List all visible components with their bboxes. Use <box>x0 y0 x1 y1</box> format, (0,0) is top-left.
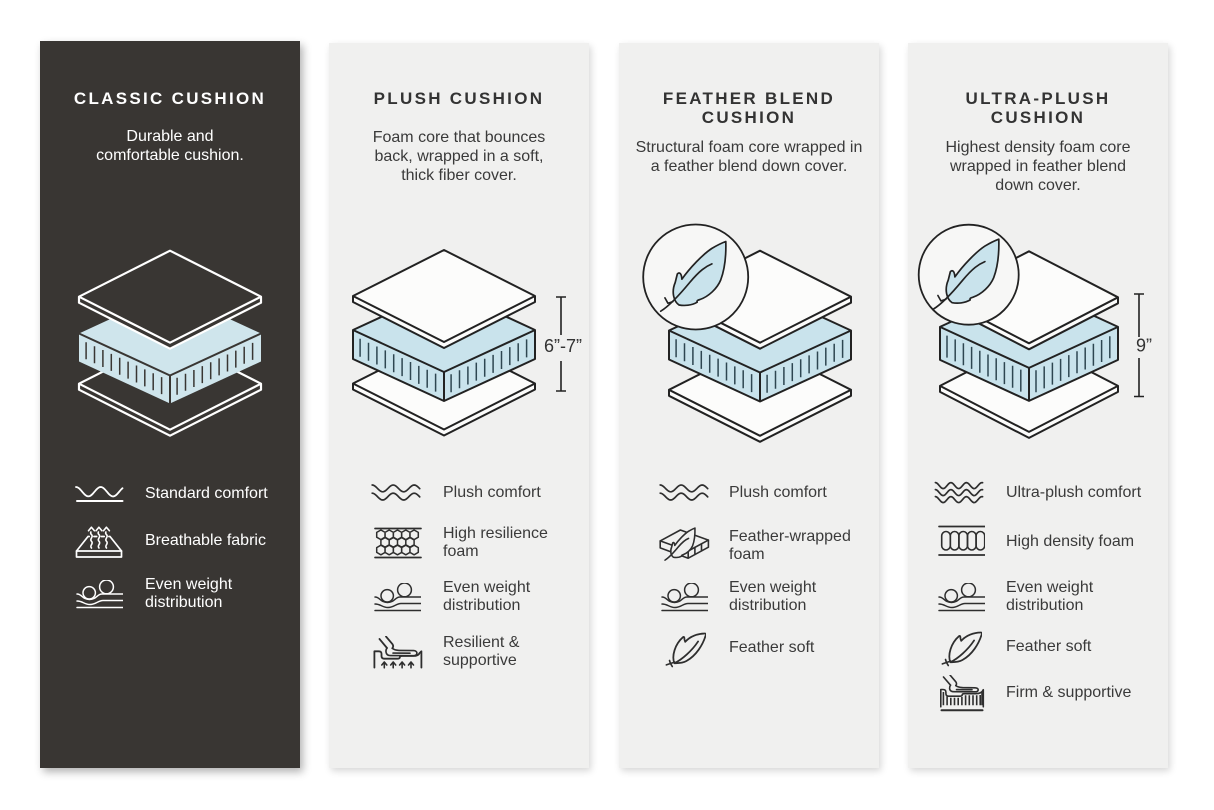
svg-text:9”: 9” <box>1136 336 1152 356</box>
svg-text:6”-7”: 6”-7” <box>544 336 582 356</box>
